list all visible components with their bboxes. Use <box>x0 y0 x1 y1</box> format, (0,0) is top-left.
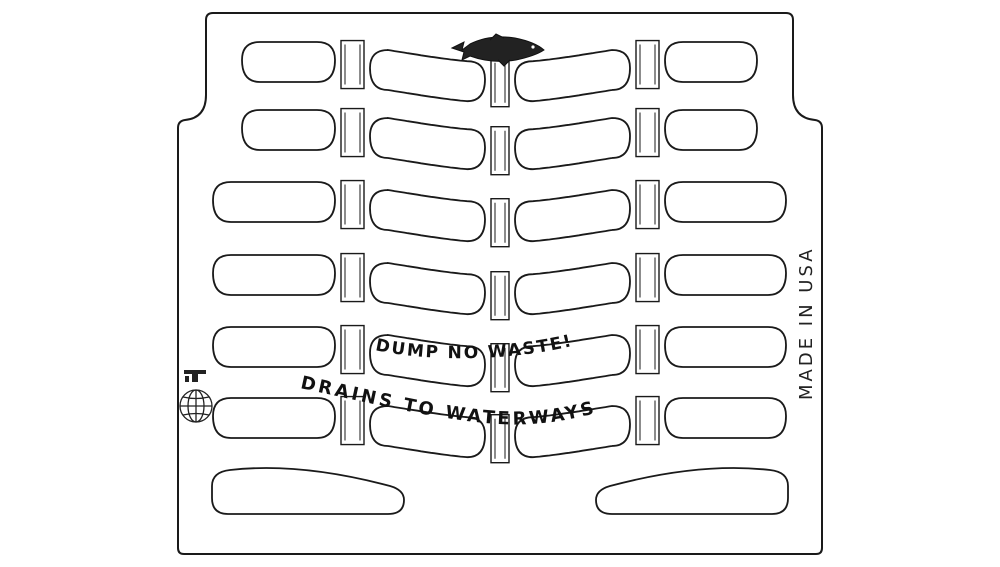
drainage-slots <box>211 41 789 515</box>
slot-opening <box>664 326 787 368</box>
slot-opening <box>664 109 758 151</box>
slot-opening-bottom-right <box>595 467 789 515</box>
slot-opening <box>241 41 336 83</box>
slot-opening <box>514 49 631 103</box>
slot-opening <box>369 188 486 243</box>
rib-bar <box>340 39 365 90</box>
slot-opening <box>369 116 486 171</box>
rib-bar <box>635 107 660 158</box>
rib-bar <box>340 252 365 303</box>
rib-bar <box>490 125 510 176</box>
made-in-usa-label: MADE IN USA <box>796 246 817 400</box>
grate-ribs <box>340 39 660 464</box>
rib-bar <box>490 271 510 321</box>
slot-opening <box>664 181 787 223</box>
slot-opening <box>241 109 336 151</box>
rib-bar <box>490 343 510 393</box>
rib-bar <box>340 324 365 375</box>
slot-opening <box>369 48 486 103</box>
slot-opening <box>212 181 336 223</box>
rib-bar <box>340 179 365 230</box>
rib-bar <box>490 58 510 108</box>
rib-bar <box>635 252 660 303</box>
fish-icon <box>450 33 545 67</box>
rib-bar <box>635 324 660 375</box>
slot-opening <box>369 261 486 316</box>
slot-opening <box>212 254 336 296</box>
slot-opening <box>514 262 631 316</box>
slot-opening <box>514 405 631 459</box>
rib-bar <box>635 39 660 90</box>
globe-seal-icon <box>179 389 213 423</box>
slot-opening <box>514 189 631 243</box>
rib-bar <box>340 107 365 158</box>
slot-opening <box>514 117 631 171</box>
slot-opening <box>664 397 787 439</box>
grate-outline <box>177 12 823 555</box>
rib-bar <box>340 395 365 446</box>
slot-opening <box>514 334 631 388</box>
slot-opening <box>664 254 787 296</box>
foundry-logo <box>184 370 206 382</box>
slot-opening-bottom-left <box>211 467 405 515</box>
slot-opening <box>212 326 336 368</box>
slot-opening <box>369 404 486 459</box>
slot-opening <box>664 41 758 83</box>
rib-bar <box>635 395 660 446</box>
rib-bar <box>635 179 660 230</box>
slot-opening <box>212 397 336 439</box>
rib-bar <box>490 414 510 464</box>
rib-bar <box>490 197 510 248</box>
slot-opening <box>369 333 486 388</box>
